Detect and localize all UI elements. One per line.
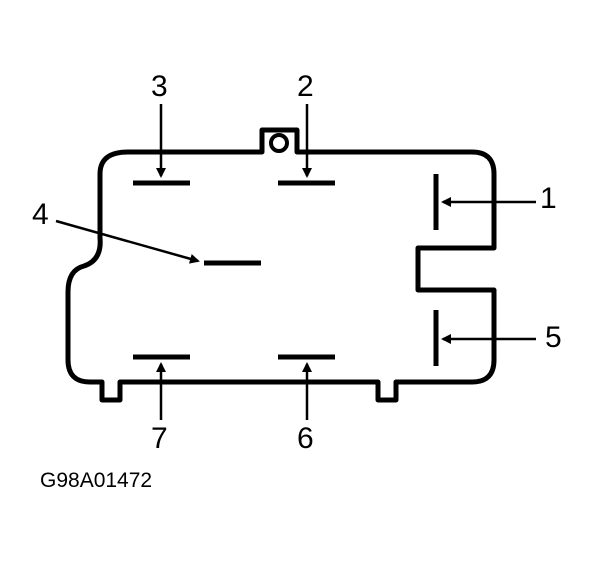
- label-terminal-2: 2: [297, 70, 314, 103]
- figure-code: G98A01472: [40, 469, 153, 492]
- connector-housing-outline: [65, 127, 497, 403]
- label-terminal-4: 4: [32, 198, 49, 231]
- label-terminal-3: 3: [151, 70, 168, 103]
- label-terminal-5: 5: [545, 321, 562, 354]
- latch-hole: [269, 133, 289, 153]
- label-terminal-6: 6: [297, 422, 314, 455]
- label-terminal-7: 7: [151, 422, 168, 455]
- label-terminal-1: 1: [540, 182, 557, 215]
- arrow-4: [55, 219, 200, 264]
